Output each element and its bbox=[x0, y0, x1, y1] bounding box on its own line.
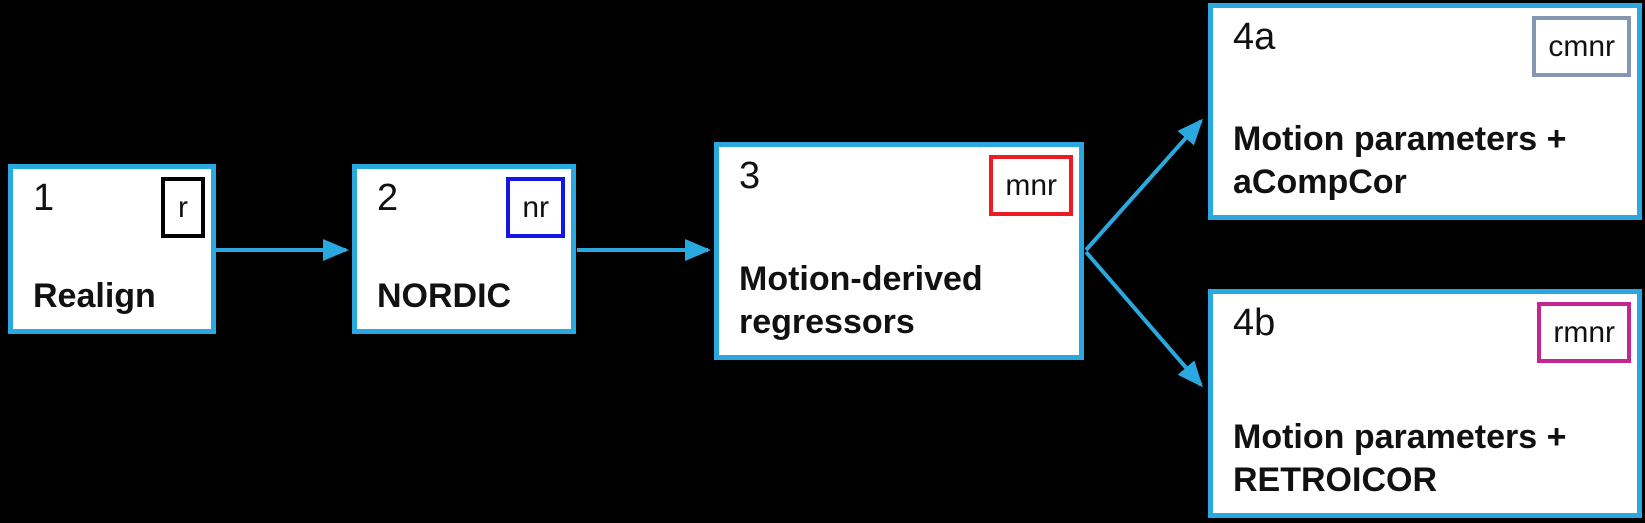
node-tag-badge: cmnr bbox=[1532, 16, 1631, 77]
node-header: 2 nr bbox=[357, 169, 571, 240]
node-number: 4a bbox=[1233, 16, 1276, 58]
arrow-regressors-to-retroicor bbox=[1084, 250, 1203, 388]
node-label: NORDIC bbox=[377, 277, 512, 316]
node-label: Motion-derived regressors bbox=[739, 259, 983, 342]
node-header: 4b rmnr bbox=[1213, 294, 1637, 365]
node-tag-badge: nr bbox=[506, 177, 565, 238]
node-motion-params-retroicor: 4b rmnr Motion parameters + RETROICOR bbox=[1208, 289, 1642, 518]
node-number: 3 bbox=[739, 155, 761, 197]
node-number: 4b bbox=[1233, 302, 1276, 344]
node-realign: 1 r Realign bbox=[8, 164, 216, 334]
arrow-regressors-to-acompcor bbox=[1084, 118, 1203, 252]
node-header: 3 mnr bbox=[719, 147, 1079, 218]
node-motion-derived-regressors: 3 mnr Motion-derived regressors bbox=[714, 142, 1084, 360]
node-motion-params-acompcor: 4a cmnr Motion parameters + aCompCor bbox=[1208, 3, 1642, 220]
node-number: 1 bbox=[33, 177, 55, 219]
node-tag-badge: mnr bbox=[989, 155, 1073, 216]
node-label: Realign bbox=[33, 277, 156, 316]
node-tag-badge: rmnr bbox=[1537, 302, 1631, 363]
node-label: Motion parameters + RETROICOR bbox=[1233, 417, 1567, 500]
node-label: Motion parameters + aCompCor bbox=[1233, 119, 1567, 202]
node-header: 1 r bbox=[13, 169, 211, 240]
node-nordic: 2 nr NORDIC bbox=[352, 164, 576, 334]
node-header: 4a cmnr bbox=[1213, 8, 1637, 79]
node-tag-badge: r bbox=[161, 177, 205, 238]
node-number: 2 bbox=[377, 177, 399, 219]
